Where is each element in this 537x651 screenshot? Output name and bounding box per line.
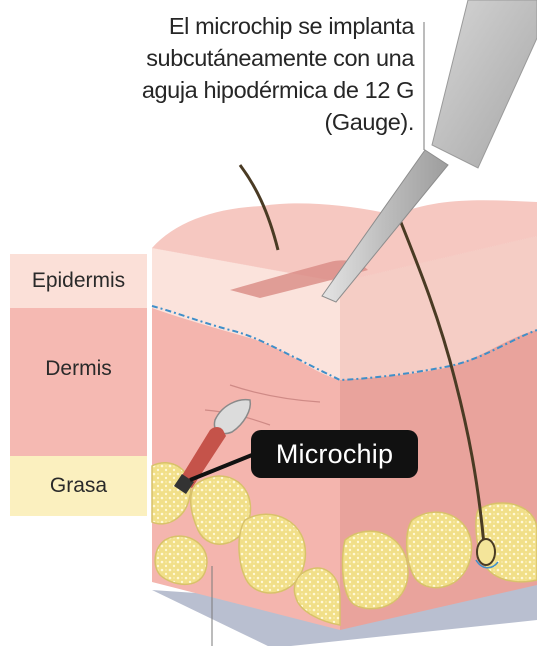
label-epidermis: Epidermis (10, 254, 147, 308)
fat-lobule (407, 512, 472, 588)
label-grasa: Grasa (10, 456, 147, 516)
caption-line: aguja hipodérmica de 12 G (60, 74, 414, 106)
syringe-barrel (432, 0, 537, 168)
fat-lobule (342, 531, 408, 609)
caption-text: El microchip se implanta subcutáneamente… (60, 10, 414, 138)
microchip-label: Microchip (251, 430, 418, 478)
caption-line: (Gauge). (60, 106, 414, 138)
caption-line: El microchip se implanta (60, 10, 414, 42)
caption-line: subcutáneamente con una (60, 42, 414, 74)
hair-bulb (477, 539, 495, 565)
fat-lobule (155, 536, 207, 584)
label-dermis: Dermis (10, 308, 147, 430)
